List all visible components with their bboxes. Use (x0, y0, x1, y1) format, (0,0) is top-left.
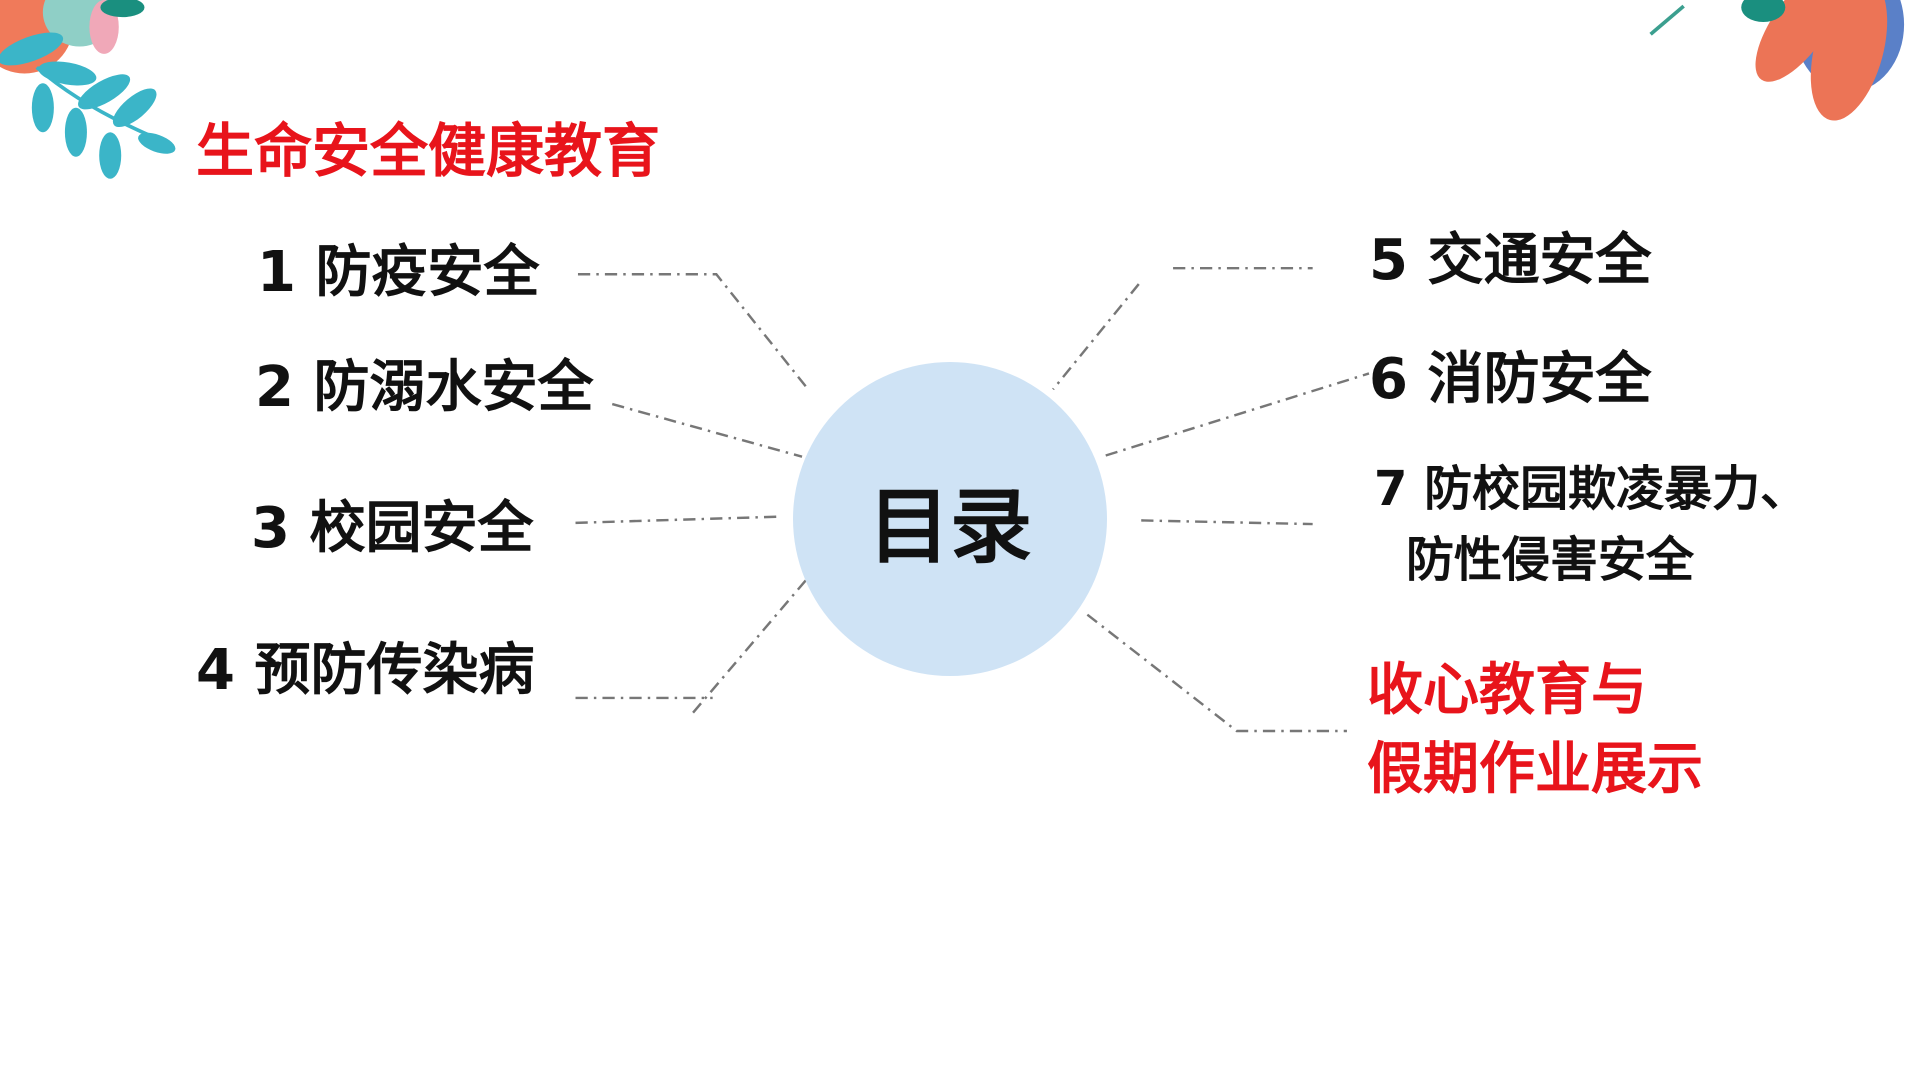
connector-7 (1141, 519, 1313, 526)
center-label: 目录 (867, 479, 1032, 575)
floral-decoration-top-left-icon (0, 0, 176, 179)
connector-5b (1052, 283, 1140, 391)
connector-lines (575, 266, 1370, 733)
center-circle-toc: 目录 (793, 362, 1107, 676)
item-number: 2 (255, 355, 294, 420)
item-label: 校园安全 (309, 496, 534, 561)
toc-item-1[interactable]: 1 防疫安全 (257, 245, 539, 301)
connector-3 (575, 515, 778, 525)
item-label: 预防传染病 (254, 638, 535, 703)
item-number: 3 (251, 496, 290, 561)
connector-8 (1086, 613, 1347, 733)
item-label: 交通安全 (1427, 228, 1652, 293)
item-label: 防疫安全 (315, 240, 540, 305)
connector-4b (692, 579, 807, 714)
toc-item-7-line2: 防性侵害安全 (1406, 532, 1695, 588)
item-label: 消防安全 (1427, 347, 1652, 412)
item-number: 4 (196, 638, 235, 703)
connector-1 (577, 273, 810, 391)
toc-item-5[interactable]: 5 交通安全 (1369, 233, 1651, 289)
highlight-line-1[interactable]: 收心教育与 (1367, 658, 1647, 723)
highlight-line-2[interactable]: 假期作业展示 (1367, 737, 1703, 802)
item-number: 5 (1369, 228, 1408, 293)
page-title: 生命安全健康教育 (196, 117, 661, 185)
toc-item-6[interactable]: 6 消防安全 (1369, 352, 1651, 408)
item-number: 7 (1374, 461, 1408, 517)
toc-item-7[interactable]: 7 防校园欺凌暴力、 (1374, 465, 1808, 513)
item-label: 防溺水安全 (313, 355, 594, 420)
toc-item-2[interactable]: 2 防溺水安全 (255, 360, 593, 416)
toc-item-3[interactable]: 3 校园安全 (251, 501, 533, 557)
floral-decoration-top-right-icon (1649, 0, 1905, 121)
connector-2 (611, 402, 803, 458)
item-number: 6 (1369, 347, 1408, 412)
item-number: 1 (257, 240, 296, 305)
item-label: 防校园欺凌暴力、 (1424, 461, 1809, 517)
connector-6 (1105, 372, 1370, 457)
toc-item-4[interactable]: 4 预防传染病 (196, 643, 534, 699)
